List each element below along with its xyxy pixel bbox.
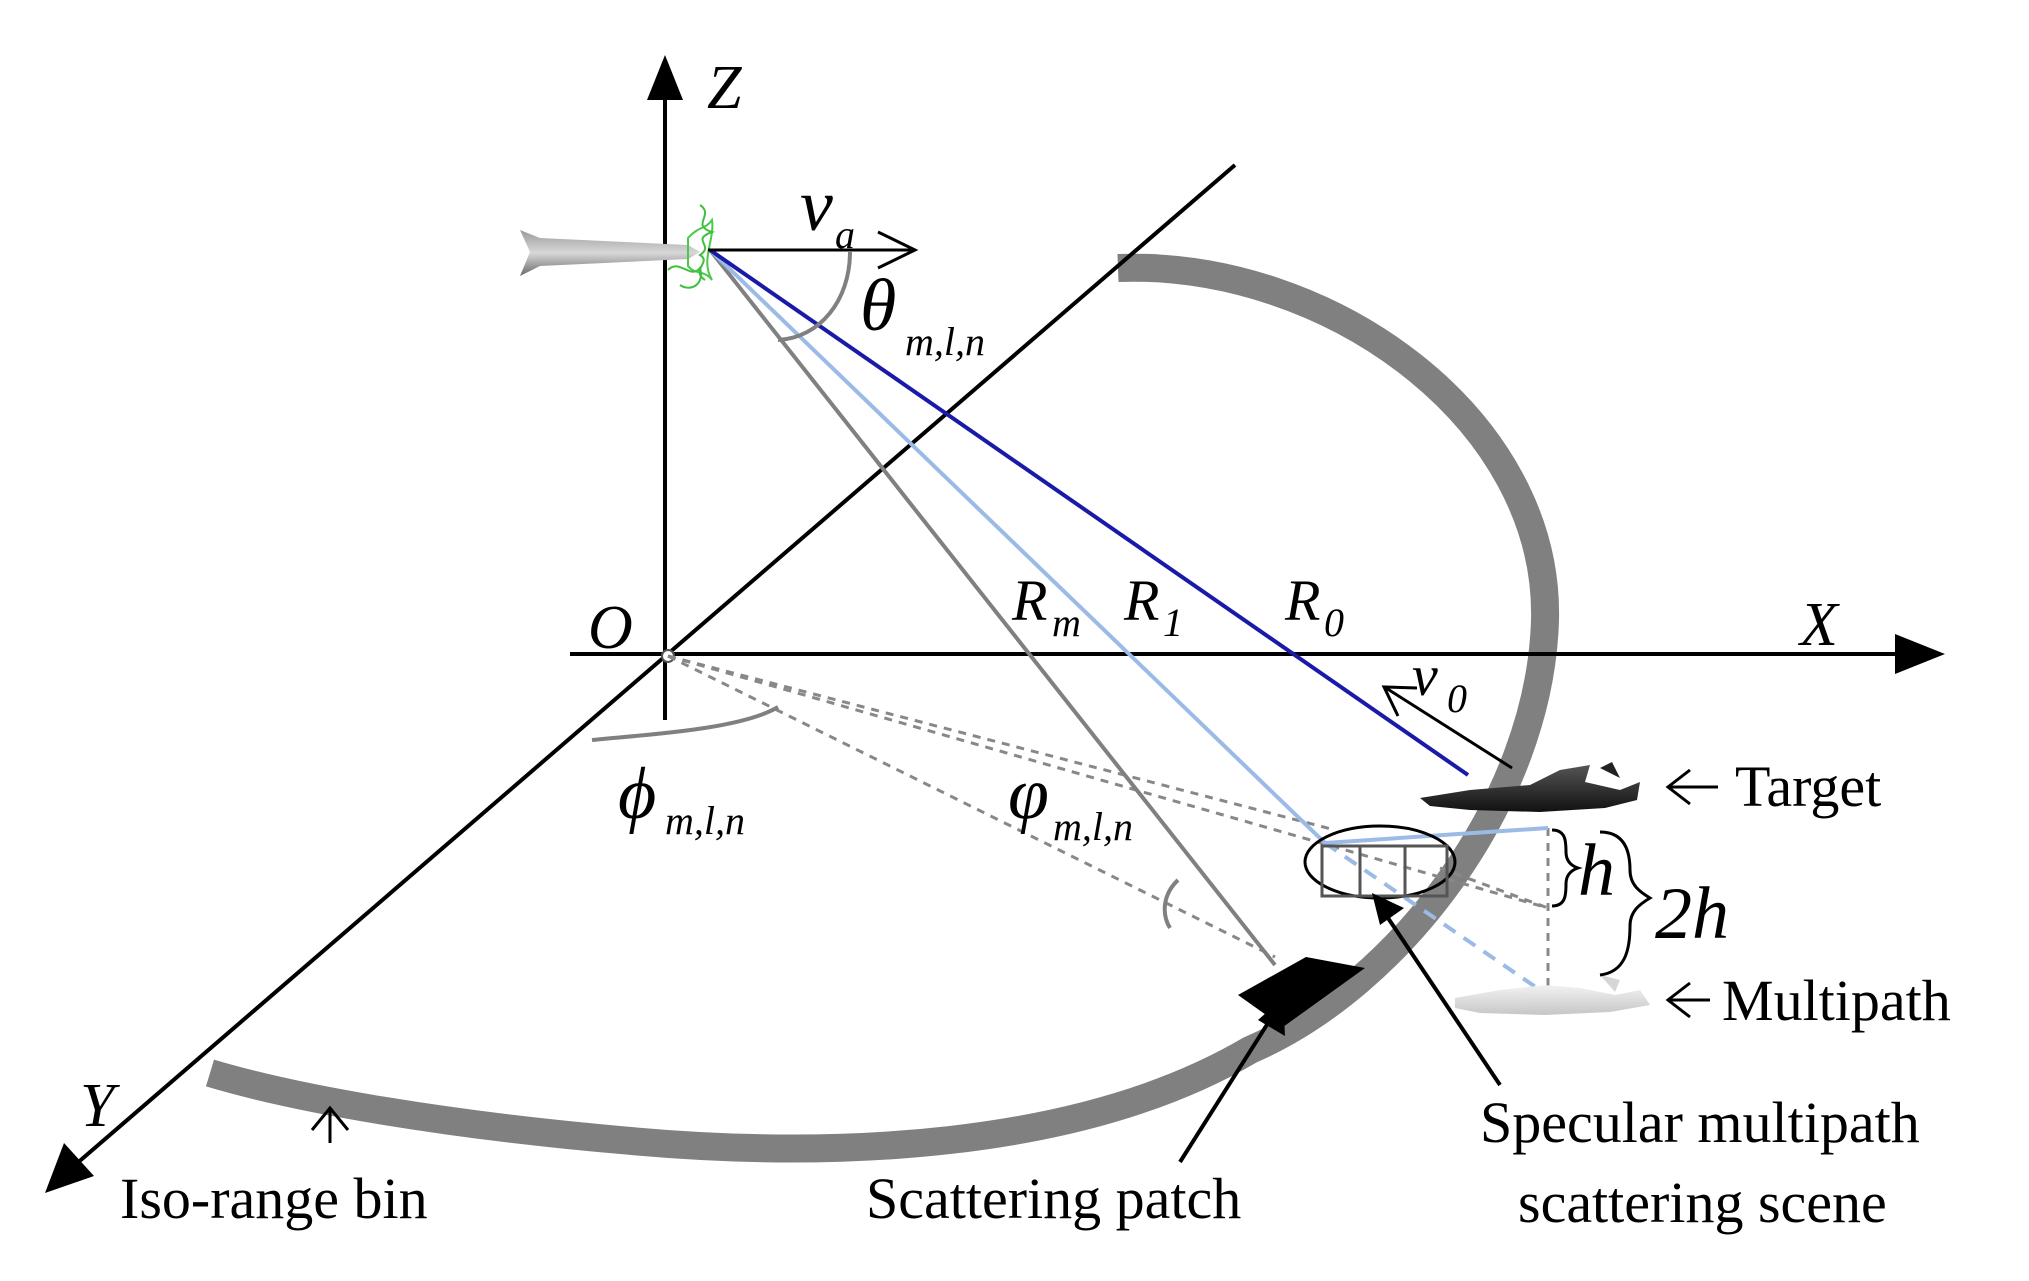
rm-label: R: [1011, 568, 1047, 633]
platform-velocity-arrowhead: [877, 230, 919, 270]
varphi-label: φ: [1008, 753, 1049, 835]
rm-sub: m: [1052, 600, 1081, 645]
x-axis-label: X: [1797, 591, 1840, 659]
phi-angle-arc: [591, 705, 780, 742]
target-velocity-arrow: [1385, 686, 1513, 770]
scattering-patch-label: Scattering patch: [866, 1166, 1241, 1231]
platform-velocity-label: v: [800, 165, 833, 247]
specular-label-line2: scattering scene: [1518, 1170, 1887, 1235]
theta-label: θ: [860, 265, 896, 347]
iso-range-ring: [205, 253, 1560, 1163]
multipath-bounce-ray: [1324, 826, 1549, 845]
multipath-pointer-arrowhead: [1665, 981, 1691, 1019]
target-velocity-label: v: [1412, 643, 1438, 708]
phi-label: ϕ: [618, 753, 656, 835]
iso-range-pointer-arrowhead: [310, 1105, 350, 1131]
multipath-ghost-aircraft: [1455, 975, 1650, 1015]
phi-sub: m,l,n: [665, 798, 745, 843]
specular-pointer-arrow: [1378, 904, 1502, 1087]
iso-range-bin-label: Iso-range bin: [120, 1166, 428, 1231]
platform-velocity-sub: a: [835, 212, 855, 257]
origin-label: O: [588, 594, 633, 662]
patch-pointer-arrowhead: [1258, 998, 1285, 1036]
multipath-ray-r1: [708, 248, 1327, 845]
z-axis-arrowhead: [647, 55, 683, 100]
2h-brace: [1599, 830, 1653, 977]
specular-scene-grid: [1303, 824, 1457, 900]
2h-label: 2h: [1655, 873, 1729, 955]
target-label: Target: [1735, 754, 1881, 819]
h-brace: [1551, 828, 1583, 908]
r0-label: R: [1284, 568, 1320, 633]
theta-angle-arc: [777, 251, 852, 342]
y-axis-arrowhead: [45, 1143, 94, 1193]
clutter-ray-rm: [708, 248, 1277, 967]
h-label: h: [1578, 830, 1615, 912]
specular-label-line1: Specular multipath: [1480, 1090, 1920, 1155]
x-axis-arrowhead: [1895, 634, 1945, 674]
scattering-patch: [1238, 957, 1365, 1027]
multipath-label: Multipath: [1722, 968, 1951, 1033]
target-pointer-arrowhead: [1665, 768, 1691, 806]
patch-pointer-arrow: [1178, 1010, 1277, 1164]
direct-path-ray-r0: [708, 248, 1470, 777]
origin-dashed-rays: [667, 654, 1550, 988]
r1-label: R: [1123, 568, 1159, 633]
r0-sub: 0: [1324, 600, 1344, 645]
y-axis-label: Y: [80, 1072, 120, 1140]
specular-pointer-arrowhead: [1372, 893, 1404, 925]
varphi-sub: m,l,n: [1053, 804, 1133, 849]
target-velocity-sub: 0: [1447, 676, 1467, 721]
r1-sub: 1: [1163, 600, 1183, 645]
target-velocity-arrowhead: [1381, 685, 1418, 717]
theta-sub: m,l,n: [905, 319, 985, 364]
y-axis: [73, 163, 1237, 1167]
z-axis-label: Z: [707, 54, 742, 122]
radar-platform-missile: [520, 204, 716, 289]
target-aircraft: [1420, 762, 1640, 812]
varphi-angle-arc: [1162, 878, 1180, 930]
multipath-ghost-ray: [1323, 841, 1542, 992]
